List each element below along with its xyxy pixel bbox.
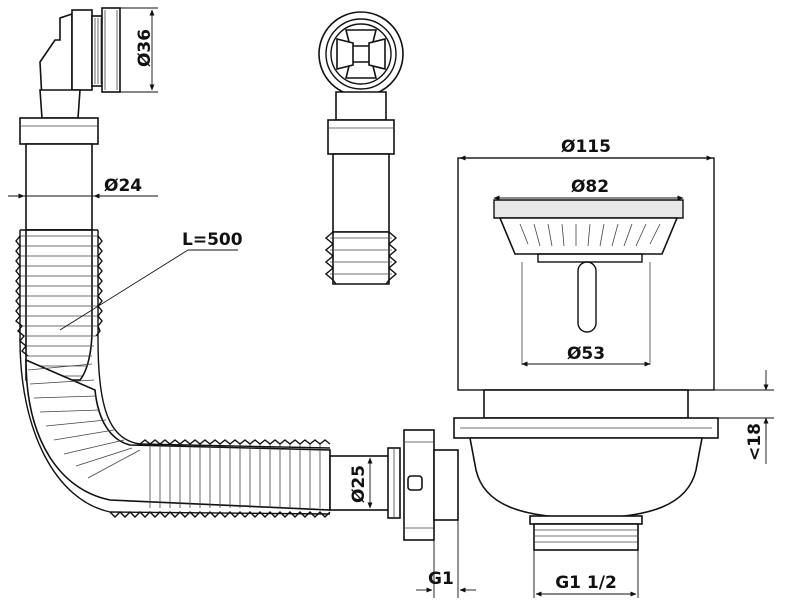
sink-strainer-assembly	[403, 157, 719, 551]
side-outlet-nut	[403, 429, 459, 541]
label-max-18: <18	[745, 423, 765, 461]
dimension-lines	[8, 7, 774, 598]
label-diameter-115: Ø115	[561, 137, 611, 157]
bottom-thread	[533, 523, 639, 551]
upper-pipe	[19, 117, 99, 231]
label-diameter-53: Ø53	[567, 344, 605, 364]
corrugated-hose-bend	[19, 339, 331, 518]
overflow-hose-assembly	[15, 7, 401, 519]
overflow-grille	[336, 29, 386, 79]
overflow-connector-side	[39, 7, 121, 119]
label-diameter-25: Ø25	[349, 465, 369, 503]
strainer-cup	[493, 199, 684, 263]
overflow-front-view	[318, 11, 404, 285]
hose-end-pipe	[329, 447, 401, 519]
label-diameter-24: Ø24	[104, 176, 142, 196]
overflow-corrugated-end	[324, 231, 398, 285]
label-g1-1-2: G1 1/2	[555, 573, 617, 593]
label-g1: G1	[428, 569, 454, 589]
dimension-labels: Ø36 Ø24 L=500 Ø115 Ø82 Ø53 <18 Ø25 G1 G1…	[104, 29, 765, 593]
label-hose-length: L=500	[182, 230, 243, 250]
label-diameter-82: Ø82	[571, 177, 609, 197]
label-diameter-36: Ø36	[135, 29, 155, 67]
drain-body	[453, 389, 719, 551]
corrugated-hose-vertical	[15, 229, 103, 381]
strainer-stem	[521, 261, 651, 365]
